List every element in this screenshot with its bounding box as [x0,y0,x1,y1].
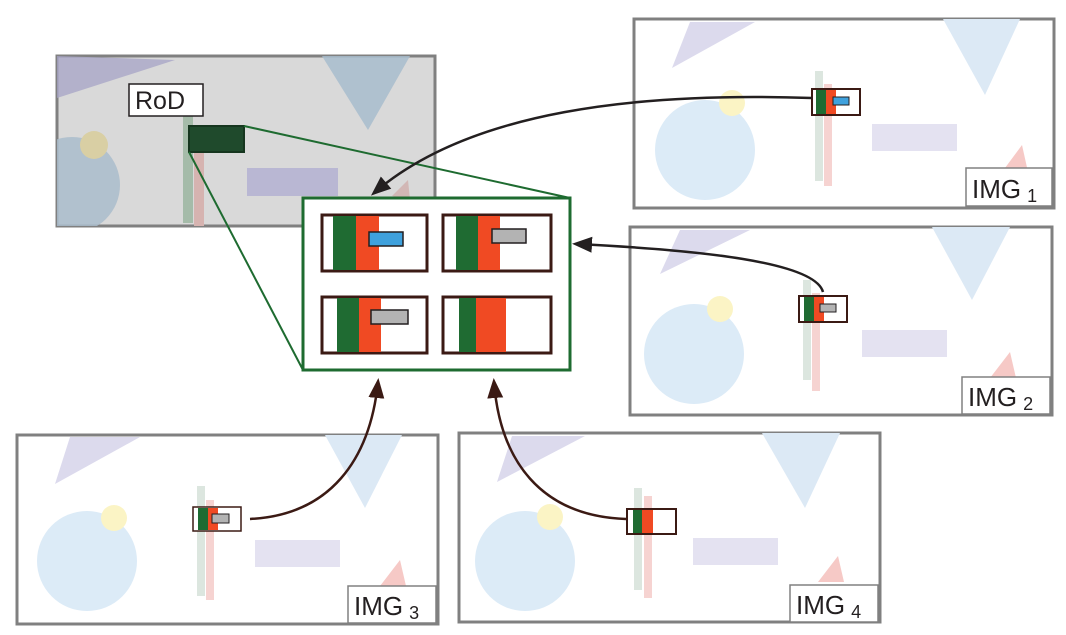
arrow-img3-to-zoom [249,378,385,521]
pink-stick-shape [194,128,204,226]
purple-triangle-shape [57,56,175,98]
image-1-patch [811,88,861,116]
sun-circle-shape [101,505,127,531]
big-circle-shape [57,137,120,226]
image-4-label-box [789,584,879,623]
purple-rect-shape [862,330,947,357]
pink-triangle-shape [1002,145,1028,172]
pink-stick-shape [824,84,832,186]
image-4-patch [626,508,677,535]
sun-circle-shape [707,296,733,322]
rod-label-box [128,83,204,117]
pink-triangle-shape [818,556,844,582]
sun-circle-shape [80,131,108,159]
blue-triangle-shape [325,435,402,508]
zoom-line-bottom [188,151,304,371]
arrow-img4-to-zoom [487,378,627,521]
image-3-label-box [347,585,437,624]
pink-stick-shape [812,293,820,391]
green-stick-shape [803,280,811,380]
green-stick-shape [197,486,205,596]
image-1-label-box [965,167,1053,207]
blue-triangle-shape [932,227,1010,300]
purple-triangle-shape [497,436,585,482]
purple-rect-shape [247,168,338,196]
rod-panel: RoD [55,54,437,228]
big-circle-shape [644,304,744,404]
pink-stick-shape [206,500,214,600]
blue-triangle-shape [943,19,1020,95]
rod-label: RoD [135,87,185,115]
pink-triangle-shape [380,560,406,586]
arrow-img2-to-zoom [572,236,825,293]
zoom-line-top [243,125,571,199]
image-2-label-box [961,376,1051,415]
blue-triangle-shape [762,433,840,508]
arrow-img1-to-rod [370,95,813,196]
image-2-patch [798,295,848,323]
purple-triangle-shape [55,437,140,484]
big-circle-shape [37,511,137,611]
green-stick-shape [634,488,642,590]
sun-circle-shape [537,504,563,530]
purple-triangle-shape [660,230,750,274]
pink-triangle-shape [990,352,1016,378]
big-circle-shape [655,100,755,200]
pink-triangle-shape [392,180,410,200]
rod-highlight-box [188,125,245,153]
green-stick-shape [183,113,193,223]
image-3-patch [192,506,242,532]
zoom-patch-3 [320,295,429,355]
big-circle-shape [475,511,575,611]
zoom-patch-4 [441,295,553,355]
blue-triangle-shape [322,56,410,130]
green-stick-shape [815,71,823,181]
purple-rect-shape [872,124,957,151]
zoom-patch-1 [320,213,429,273]
purple-rect-shape [693,538,778,565]
purple-rect-shape [255,540,340,567]
pink-stick-shape [644,496,652,598]
sun-circle-shape [719,90,745,116]
zoom-panel [301,196,572,372]
purple-triangle-shape [672,22,755,68]
zoom-patch-2 [441,213,553,273]
